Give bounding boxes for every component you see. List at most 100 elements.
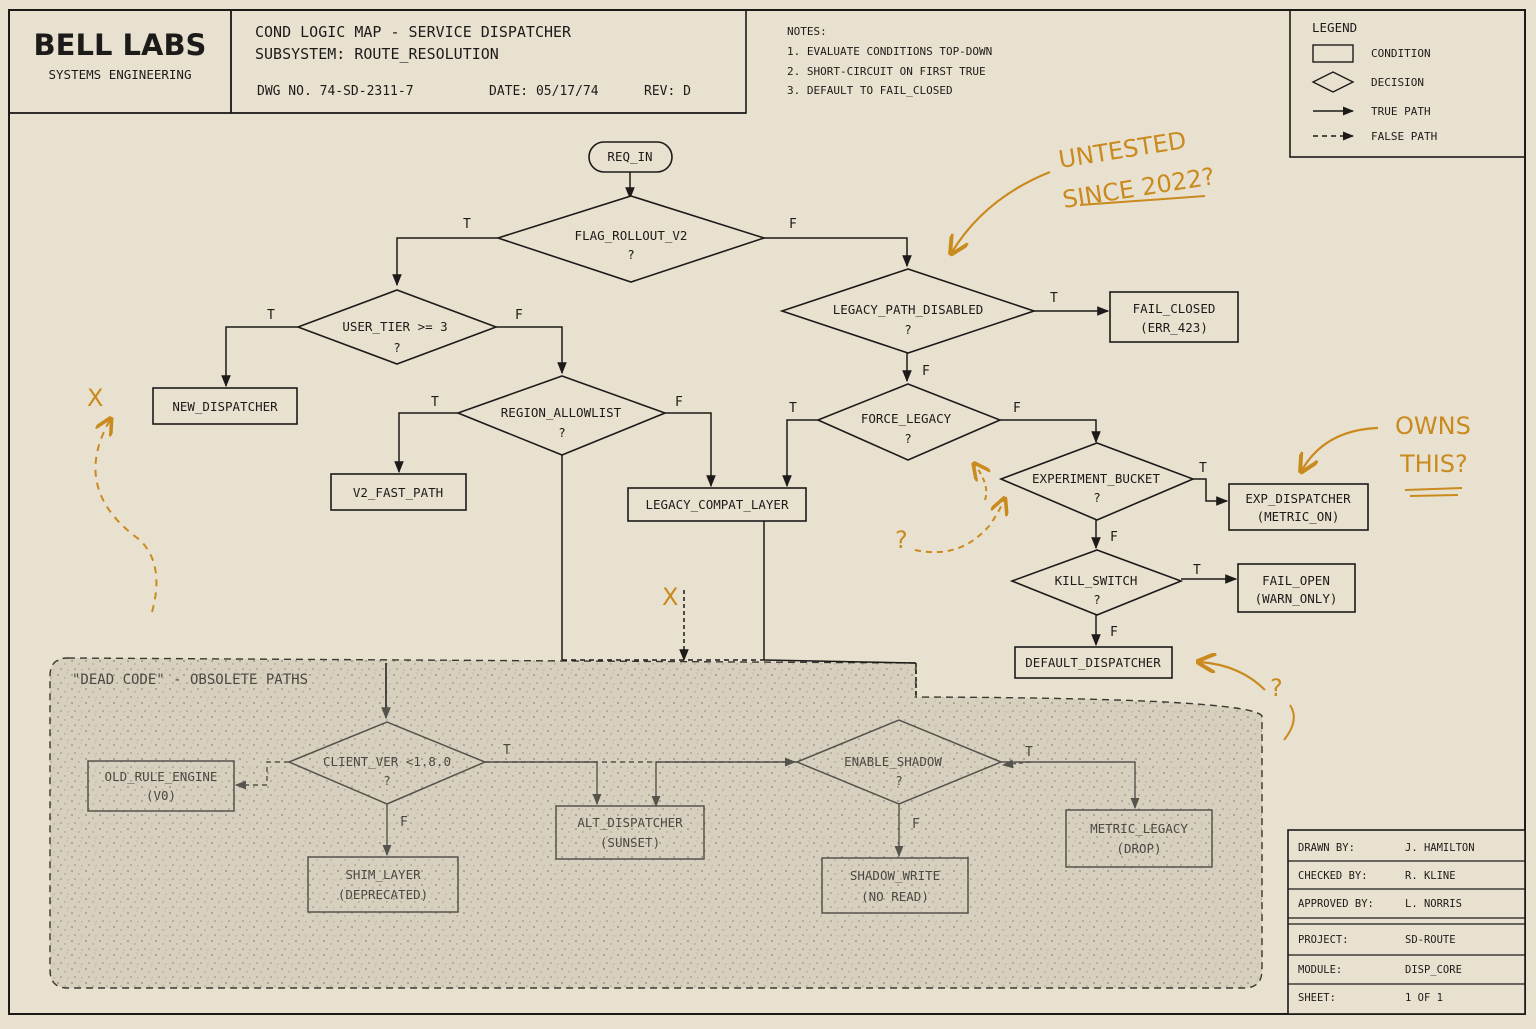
- note-3: 3. DEFAULT TO FAIL_CLOSED: [787, 84, 953, 97]
- arrow-q-experiment: [914, 500, 1004, 554]
- box-shadow-write-label: SHADOW_WRITE: [850, 868, 940, 883]
- checked-by-value: R. KLINE: [1405, 870, 1456, 882]
- legend-decision-label: DECISION: [1371, 76, 1424, 89]
- drawing-title: COND LOGIC MAP - SERVICE DISPATCHER: [255, 23, 572, 41]
- box-exp-dispatcher-label: EXP_DISPATCHER: [1245, 491, 1351, 506]
- decision-experiment-bucket: [998, 442, 1196, 521]
- drawn-by-value: J. HAMILTON: [1405, 842, 1475, 854]
- start-req-in-label: REQ_IN: [607, 149, 652, 164]
- note-this: THIS?: [1399, 450, 1468, 478]
- drawing-revision: REV: D: [644, 84, 691, 99]
- decision-force-legacy-label: FORCE_LEGACY: [861, 411, 952, 426]
- box-old-rule-engine: [87, 760, 235, 812]
- decision-kill-switch-q: ?: [1093, 592, 1101, 607]
- start-req-in: [588, 141, 673, 173]
- note-1: 1. EVALUATE CONDITIONS TOP-DOWN: [787, 45, 992, 58]
- box-old-rule-engine-label: OLD_RULE_ENGINE: [105, 769, 218, 784]
- drawing-number: DWG NO. 74-SD-2311-7: [257, 84, 414, 99]
- experiment-false: F: [1110, 530, 1118, 545]
- decision-region-allowlist-q: ?: [558, 425, 566, 440]
- box-fail-closed: [1109, 291, 1239, 343]
- dead-code-boundary: [49, 657, 1263, 989]
- flag-rollout-true: T: [463, 217, 471, 232]
- box-fail-open-label: FAIL_OPEN: [1262, 573, 1330, 588]
- mark-x-new-dispatcher: X: [87, 384, 103, 412]
- user-tier-true: T: [267, 308, 275, 323]
- sheet-border: [8, 9, 1526, 1015]
- box-fail-closed-label: FAIL_CLOSED: [1133, 301, 1216, 316]
- force-legacy-true: T: [789, 401, 797, 416]
- project-value: SD-ROUTE: [1405, 934, 1456, 946]
- legacy-disabled-false: F: [922, 364, 930, 379]
- legend-box: [1289, 9, 1526, 158]
- box-v2-fast-path-label: V2_FAST_PATH: [353, 485, 443, 500]
- decision-legacy-path-disabled-q: ?: [904, 322, 912, 337]
- box-exp-dispatcher: [1228, 483, 1369, 531]
- arrow-owns: [1302, 426, 1379, 470]
- org-subtitle: SYSTEMS ENGINEERING: [49, 67, 192, 82]
- legend-title: LEGEND: [1312, 20, 1357, 35]
- box-metric-legacy-label: METRIC_LEGACY: [1090, 821, 1188, 836]
- project-label: PROJECT:: [1298, 934, 1349, 946]
- header: BELL LABS SYSTEMS ENGINEERING COND LOGIC…: [8, 9, 992, 114]
- decision-legacy-path-disabled: [779, 268, 1037, 354]
- legend-decision-swatch: [1311, 71, 1355, 93]
- note-owns: OWNS: [1395, 412, 1471, 440]
- main-connectors: [221, 172, 1238, 720]
- dead-client-ver-false: F: [400, 815, 408, 830]
- box-alt-dispatcher: [555, 805, 705, 860]
- box-default-dispatcher: [1014, 646, 1173, 679]
- dead-code-title: "DEAD CODE" - OBSOLETE PATHS: [72, 672, 308, 688]
- sheet-label: SHEET:: [1298, 992, 1336, 1004]
- kill-switch-true: T: [1193, 563, 1201, 578]
- decision-flag-rollout-q: ?: [627, 247, 635, 262]
- module-value: DISP_CORE: [1405, 964, 1462, 976]
- box-alt-dispatcher-sub: (SUNSET): [600, 835, 660, 850]
- decision-user-tier-label: USER_TIER >= 3: [342, 319, 447, 334]
- legend: LEGEND CONDITION DECISION TRUE PATH FALS…: [1289, 9, 1526, 158]
- flag-rollout-false: F: [789, 217, 797, 232]
- branch-labels: T F T F T F T F T F T F T F: [267, 217, 1207, 640]
- legend-true-label: TRUE PATH: [1371, 105, 1431, 118]
- title-block-frame: [1287, 829, 1526, 1015]
- box-v2-fast-path: [330, 473, 467, 511]
- mark-q-experiment: ?: [895, 526, 908, 554]
- dead-shadow-true: T: [1025, 745, 1033, 760]
- region-false: F: [675, 395, 683, 410]
- legend-false-label: FALSE PATH: [1371, 130, 1437, 143]
- drawing-date: DATE: 05/17/74: [489, 84, 599, 99]
- decision-experiment-bucket-q: ?: [1093, 490, 1101, 505]
- arrow-q-default: [1200, 662, 1266, 691]
- dead-client-ver-true: T: [503, 743, 511, 758]
- force-legacy-false: F: [1013, 401, 1021, 416]
- box-shadow-write-sub: (NO READ): [861, 889, 929, 904]
- box-legacy-compat-layer: [627, 487, 807, 522]
- arrow-q-experiment-2: [975, 465, 986, 501]
- box-old-rule-engine-sub: (V0): [146, 788, 176, 803]
- dead-connectors: [234, 757, 1140, 858]
- decision-legacy-path-disabled-label: LEGACY_PATH_DISABLED: [833, 302, 984, 317]
- arrow-untested: [952, 170, 1051, 252]
- box-shim-layer-label: SHIM_LAYER: [345, 867, 421, 882]
- box-alt-dispatcher-label: ALT_DISPATCHER: [577, 815, 683, 830]
- decision-region-allowlist-label: REGION_ALLOWLIST: [501, 405, 622, 420]
- mark-x-compat: X: [662, 583, 678, 611]
- decision-flag-rollout-label: FLAG_ROLLOUT_V2: [575, 228, 688, 243]
- notes-title: NOTES:: [787, 25, 827, 38]
- dead-shadow-false: F: [912, 817, 920, 832]
- box-legacy-compat-layer-label: LEGACY_COMPAT_LAYER: [646, 497, 789, 512]
- box-default-dispatcher-label: DEFAULT_DISPATCHER: [1025, 655, 1161, 670]
- drawing-subsystem: SUBSYSTEM: ROUTE_RESOLUTION: [255, 45, 499, 63]
- mark-q-default: ?: [1270, 674, 1283, 702]
- decision-client-ver-q: ?: [383, 773, 391, 788]
- decision-user-tier: [295, 289, 499, 365]
- box-fail-open: [1237, 563, 1356, 613]
- box-fail-open-sub: (WARN_ONLY): [1255, 591, 1338, 606]
- region-true: T: [431, 395, 439, 410]
- stroke-q-default-tail: [1283, 704, 1295, 741]
- box-shim-layer: [307, 856, 459, 913]
- experiment-true: T: [1199, 461, 1207, 476]
- org-name: BELL LABS: [34, 28, 207, 62]
